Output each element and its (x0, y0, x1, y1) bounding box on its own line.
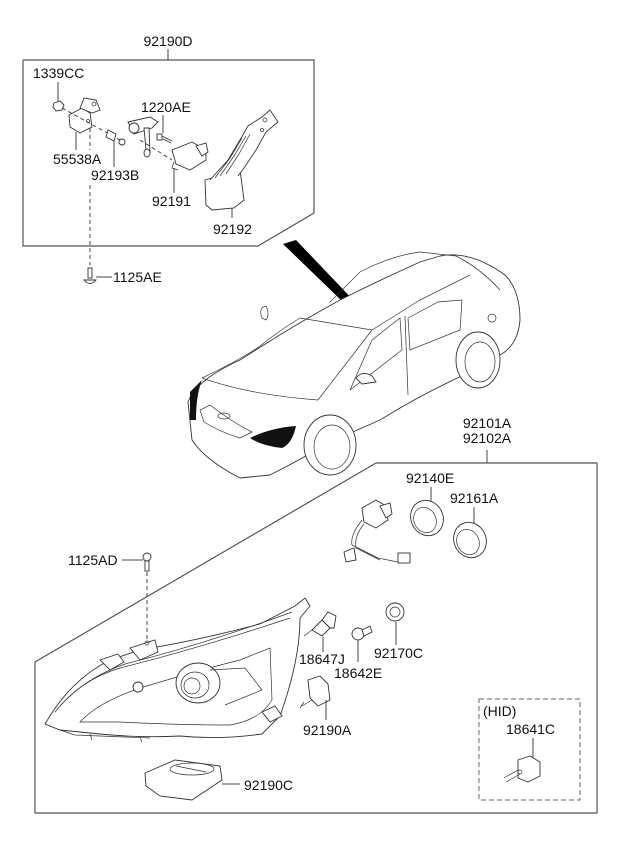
bulb-18647j (303, 611, 337, 637)
label-92192[interactable]: 92192 (213, 221, 252, 237)
label-92140e[interactable]: 92140E (406, 470, 454, 486)
car-antenna-mirror (260, 305, 269, 321)
label-1125ad[interactable]: 1125AD (68, 552, 118, 568)
bulb-18642e (351, 625, 373, 641)
harness-bracket-92192 (204, 109, 279, 211)
car-grille (199, 404, 253, 439)
assembly-frame-92190d (22, 59, 315, 247)
hid-option-group: (HID) 18641C (478, 698, 581, 801)
label-55538a[interactable]: 55538A (53, 151, 102, 167)
label-18641c[interactable]: 18641C (506, 721, 555, 737)
car-rear-wheel (455, 331, 501, 389)
car-hood (201, 329, 373, 401)
head-lamp-assembly: 92101A 92102A 92140E 92161A 1125AD (34, 415, 598, 814)
screw-1125ad (142, 552, 152, 572)
pin-92193b (105, 129, 126, 146)
car-door-line (404, 315, 409, 396)
car-body (187, 254, 521, 479)
label-hid[interactable]: (HID) (483, 703, 516, 719)
label-92170c[interactable]: 92170C (374, 645, 423, 661)
assembly-frame-92101a (34, 462, 598, 814)
car-windshield-top (299, 274, 471, 331)
car-illustration (187, 240, 521, 479)
nut-icon (52, 100, 65, 112)
hid-dashed-box (478, 698, 581, 801)
socket-wire-harness (343, 499, 411, 564)
car-headlamp-left (190, 380, 202, 420)
bracket-55538a (68, 97, 101, 134)
car-fuel-cap (487, 313, 497, 323)
car-rear-window (407, 299, 463, 351)
assembly-axis-2 (139, 139, 173, 161)
bolt-1125ae: 1125AE (83, 267, 162, 285)
bulb-cover-92140e (410, 499, 444, 537)
label-92102a[interactable]: 92102A (463, 430, 512, 446)
label-92191[interactable]: 92191 (152, 193, 191, 209)
label-1220ae[interactable]: 1220AE (141, 99, 191, 115)
car-front-wheel (303, 414, 357, 476)
socket-92190a (299, 675, 331, 709)
label-1125ae[interactable]: 1125AE (113, 269, 162, 285)
screw-1220ae (156, 133, 173, 144)
bulb-cover-92161a (453, 521, 487, 559)
socket-92170c (385, 602, 405, 622)
car-mirror (355, 373, 377, 385)
head-lamp-unit (44, 597, 311, 743)
sensor-92191 (171, 141, 209, 171)
label-18642e[interactable]: 18642E (334, 665, 382, 681)
ballast-92190c (144, 759, 223, 801)
label-1339cc[interactable]: 1339CC (33, 65, 84, 81)
label-92161a[interactable]: 92161A (450, 490, 499, 506)
car-rear-wheel-rim (464, 341, 496, 383)
car-roof (329, 251, 501, 303)
label-92101a[interactable]: 92101A (463, 415, 512, 431)
label-92193b[interactable]: 92193B (91, 167, 139, 183)
car-front-window (349, 317, 403, 391)
label-18647j[interactable]: 18647J (299, 651, 345, 667)
label-92190d[interactable]: 92190D (143, 33, 192, 49)
label-92190a[interactable]: 92190A (303, 722, 352, 738)
label-92190c[interactable]: 92190C (244, 777, 293, 793)
leveling-unit-assembly: 92190D 1339CC 55538A 92193B (22, 33, 315, 265)
car-headlamp-right (250, 426, 296, 448)
car-front-wheel-rim (313, 424, 351, 470)
hid-bulb-18641c (503, 755, 541, 783)
car-emblem (217, 412, 231, 420)
lever-arm (127, 116, 159, 158)
car-windshield-base (259, 317, 301, 347)
